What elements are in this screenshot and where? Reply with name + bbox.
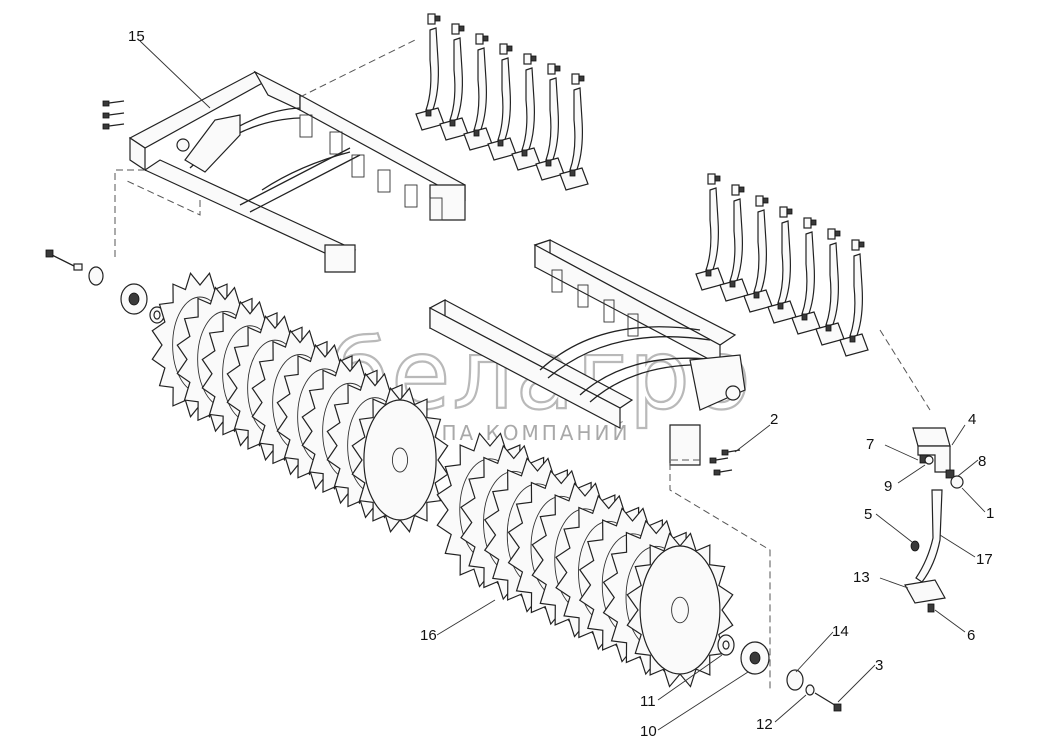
- spring-tine: [839, 239, 869, 357]
- spiked-roller-left: [151, 271, 449, 534]
- spring-tine: [559, 73, 589, 191]
- frame-right-bolts: [709, 449, 741, 476]
- spring-tine: [535, 63, 565, 181]
- left-hub-parts: [45, 249, 165, 324]
- callout-10: 10: [640, 723, 657, 740]
- roller-end-plate: [639, 545, 721, 675]
- frame-right: [428, 239, 746, 466]
- tine-row-upper: [415, 13, 589, 191]
- spring-tine: [743, 195, 773, 313]
- spring-tine: [767, 206, 797, 324]
- callout-11: 11: [640, 693, 656, 710]
- callout-labels: 15 2 4 7 8 9 1 5 17 13 6 16 14 3 11 10 1…: [128, 28, 994, 740]
- spring-tine: [415, 13, 445, 131]
- callout-15: 15: [128, 28, 145, 45]
- spring-tine: [815, 228, 845, 346]
- roller-end-plate: [363, 399, 437, 521]
- callout-4: 4: [968, 411, 976, 428]
- callout-7: 7: [866, 436, 874, 453]
- callout-17: 17: [976, 551, 993, 568]
- frame-left: [128, 70, 466, 273]
- callout-16: 16: [420, 627, 437, 644]
- detail-tine-assembly: [904, 427, 964, 613]
- leader-lines: [139, 40, 986, 731]
- callout-5: 5: [864, 506, 872, 523]
- spring-tine: [487, 43, 517, 161]
- callout-12: 12: [756, 716, 773, 733]
- tine-row-lower: [695, 173, 869, 357]
- spring-tine: [791, 217, 821, 335]
- spring-tine: [511, 53, 541, 171]
- callout-9: 9: [884, 478, 892, 495]
- spiked-roller-right: [436, 432, 734, 688]
- spring-tine: [719, 184, 749, 302]
- callout-1: 1: [986, 505, 994, 522]
- right-hub-parts: [717, 634, 842, 712]
- spring-tine: [695, 173, 725, 291]
- callout-6: 6: [967, 627, 975, 644]
- callout-3: 3: [875, 657, 883, 674]
- callout-13: 13: [853, 569, 870, 586]
- spring-tine: [463, 33, 493, 151]
- callout-8: 8: [978, 453, 986, 470]
- callout-2: 2: [770, 411, 778, 428]
- spring-tine: [439, 23, 469, 141]
- callout-14: 14: [832, 623, 849, 640]
- frame-left-bolts: [102, 100, 125, 130]
